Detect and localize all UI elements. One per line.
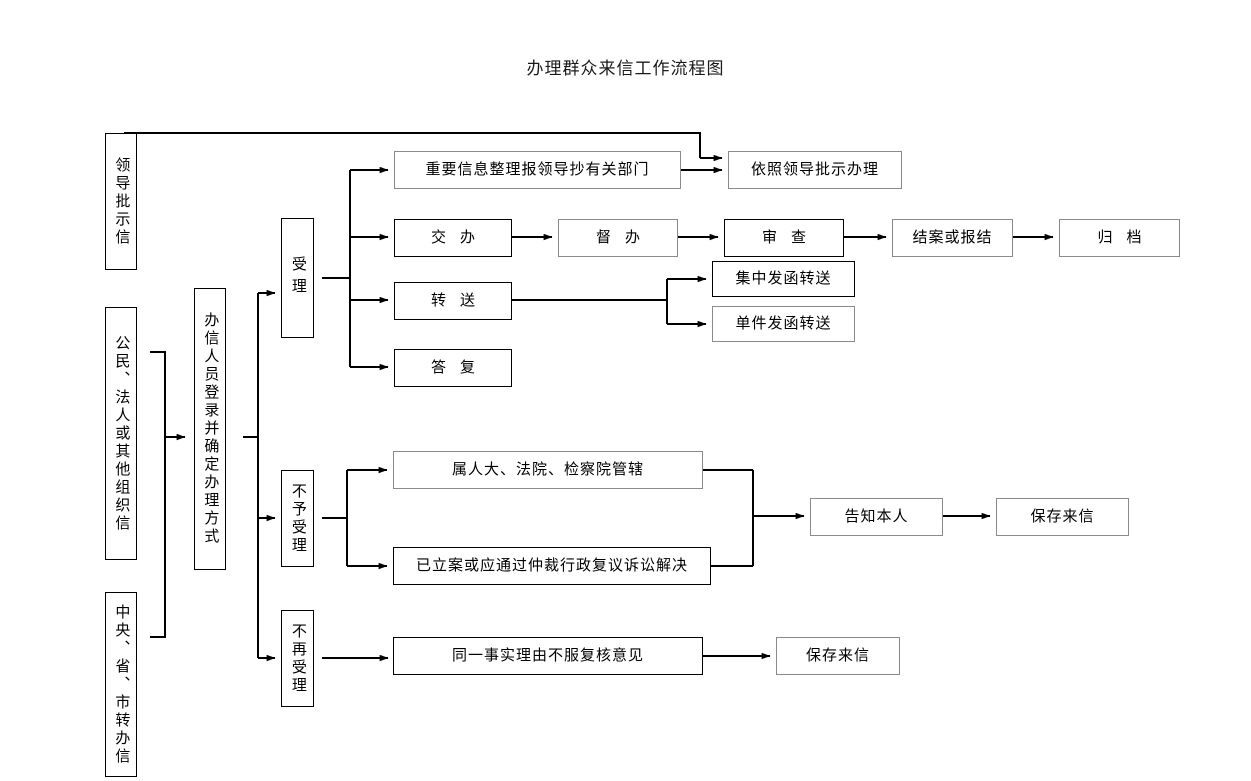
- node-label: 不予受理: [289, 482, 306, 555]
- node-close-or-report: 结案或报结: [892, 219, 1013, 257]
- node-label: 审查: [761, 229, 820, 246]
- node-assign: 交办: [394, 219, 512, 257]
- node-handle-per-instruction: 依照领导批示办理: [728, 151, 902, 189]
- node-label: 依照领导批示办理: [750, 161, 879, 178]
- node-forward: 转送: [394, 282, 512, 320]
- node-review: 审查: [724, 219, 844, 257]
- node-label: 同一事实理由不服复核意见: [451, 647, 644, 664]
- edge-leader-to-handle: [124, 132, 701, 158]
- node-label: 集中发函转送: [735, 270, 832, 287]
- node-label: 中央、省、市转办信: [113, 603, 130, 766]
- edge-citizen-to-register: [150, 350, 186, 441]
- node-label: 领导批示信: [113, 156, 130, 247]
- node-label: 督办: [595, 229, 654, 246]
- node-supervise: 督办: [558, 219, 678, 257]
- node-no-longer-accept: 不再受理: [281, 610, 314, 707]
- node-accept: 受理: [281, 218, 314, 338]
- edge-transfer-to-register: [150, 437, 166, 638]
- node-label: 属人大、法院、检察院管辖: [451, 461, 644, 478]
- node-filed-or-arbitration: 已立案或应通过仲裁行政复议诉讼解决: [393, 547, 711, 585]
- node-label: 告知本人: [844, 508, 909, 525]
- node-label: 公民、法人或其他组织信: [113, 334, 130, 533]
- node-store-letter-2: 保存来信: [776, 637, 900, 675]
- node-leader-letter: 领导批示信: [105, 133, 137, 270]
- node-label: 转送: [430, 292, 489, 309]
- page-title: 办理群众来信工作流程图: [526, 59, 725, 78]
- node-jurisdiction: 属人大、法院、检察院管辖: [393, 451, 703, 489]
- node-notify-person: 告知本人: [810, 498, 943, 536]
- node-label: 单件发函转送: [735, 315, 832, 332]
- node-label: 已立案或应通过仲裁行政复议诉讼解决: [415, 557, 688, 574]
- node-label: 受理: [289, 256, 306, 300]
- node-reply: 答复: [394, 349, 512, 387]
- node-label: 交办: [430, 229, 489, 246]
- node-label: 答复: [430, 359, 489, 376]
- node-same-fact-review: 同一事实理由不服复核意见: [393, 637, 703, 675]
- node-transfer-letter: 中央、省、市转办信: [105, 592, 137, 777]
- node-store-letter: 保存来信: [996, 498, 1129, 536]
- node-label: 结案或报结: [912, 229, 993, 246]
- node-single-forward: 单件发函转送: [712, 306, 855, 342]
- node-archive: 归档: [1059, 219, 1180, 257]
- node-register: 办信人员登录并确定办理方式: [194, 288, 226, 570]
- node-label: 归档: [1097, 229, 1156, 246]
- node-label: 保存来信: [1030, 508, 1095, 525]
- node-label: 不再受理: [289, 622, 306, 695]
- node-label: 保存来信: [805, 647, 870, 664]
- node-important-info: 重要信息整理报领导抄有关部门: [394, 151, 681, 189]
- node-label: 重要信息整理报领导抄有关部门: [425, 161, 650, 178]
- node-citizen-letter: 公民、法人或其他组织信: [105, 307, 137, 560]
- node-label: 办信人员登录并确定办理方式: [202, 312, 219, 546]
- node-not-accept: 不予受理: [281, 470, 314, 567]
- node-batch-forward: 集中发函转送: [712, 261, 855, 297]
